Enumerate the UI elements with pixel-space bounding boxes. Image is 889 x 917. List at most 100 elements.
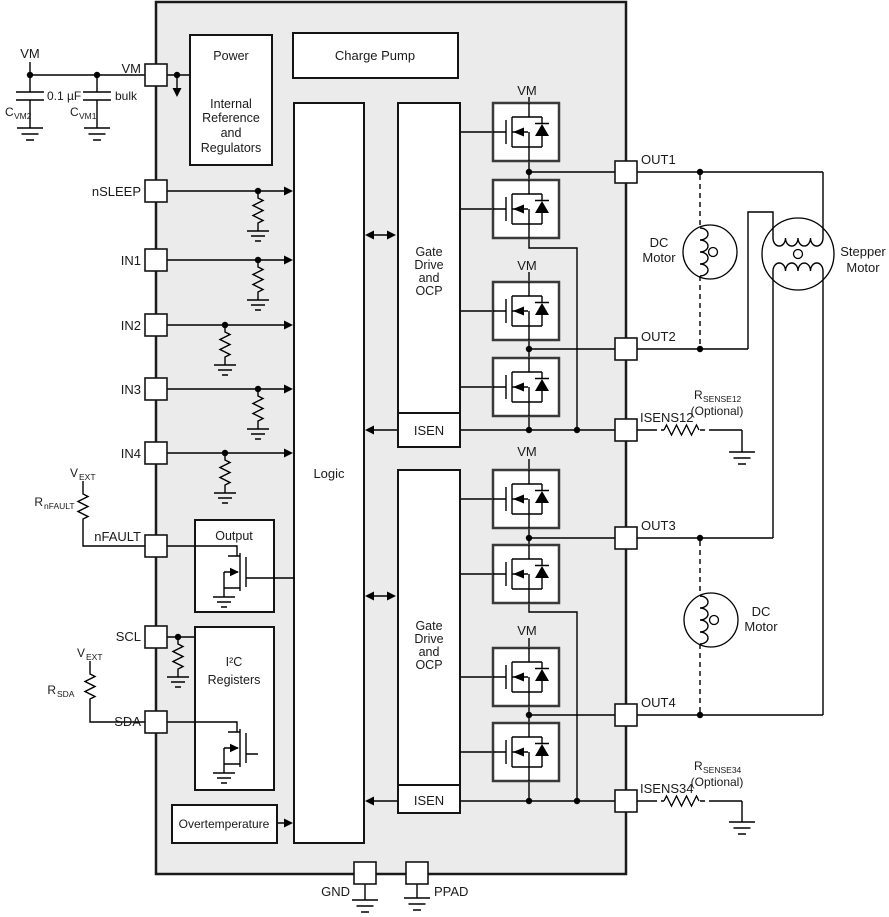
pin-out2 [614,337,638,361]
cap-value: bulk [115,89,138,103]
logic-label: Logic [313,466,345,481]
output-label: Output [215,529,253,543]
arrow-overtemp-to-logic [284,818,293,828]
svg-text:ISEN: ISEN [414,423,444,438]
svg-text:Motor: Motor [642,250,676,265]
svg-text:and: and [419,271,440,285]
rsense34-note: (Optional) [691,775,744,789]
pin-sda [144,710,168,734]
ground-symbol [403,897,431,911]
svg-text:and: and [221,126,242,140]
mosfet-hs4 [491,646,561,708]
pin-in3 [144,377,168,401]
output-stage-fets: VM VM VM VM [491,83,561,783]
svg-text:EXT: EXT [86,652,103,662]
overtemperature-label: Overtemperature [179,817,270,831]
pin-ppad [405,861,429,885]
pin-out1 [614,160,638,184]
mosfet-ls4 [491,721,561,783]
external-wiring-right [637,168,824,835]
rsense12-note: (Optional) [691,404,744,418]
arrow-nsleep-to-logic [284,186,293,196]
cap-value: 0.1 µF [47,89,81,103]
vm-net-label: VM [20,46,40,61]
pin-ppad-label: PPAD [434,884,468,899]
svg-text:Registers: Registers [208,673,261,687]
gate-drive-1-block: Gate Drive and OCP [397,102,461,448]
vm-net-label: VM [517,623,537,638]
capacitor-plates [16,91,111,101]
pin-in2 [144,313,168,337]
svg-text:Drive: Drive [414,258,443,272]
sda-pullup-network: V EXT R SDA [47,646,145,723]
vm-supply-network: VM C VM2 0.1 µF C VM1 bulk [5,46,145,141]
mosfet-hs1 [491,101,561,163]
pin-out4 [614,703,638,727]
pin-in3-label: IN3 [121,382,141,397]
pin-out2-label: OUT2 [641,329,676,344]
vext-net-label: V [70,466,78,480]
rsense34-resistor [663,795,700,807]
svg-text:I²C: I²C [226,655,243,669]
svg-text:and: and [419,645,440,659]
rnfault-resistor [77,491,89,523]
vm-net-label: VM [517,83,537,98]
pin-vm [144,63,168,87]
power-block: Power Internal Reference and Regulators [189,34,273,166]
mosfet-hs3 [491,468,561,530]
arrow-isen2-to-logic [365,796,374,806]
pin-gnd [353,861,377,885]
isen-1-block: ISEN [397,412,461,448]
dc-motor-2-label: DC [752,604,771,619]
vm-net-label: VM [517,258,537,273]
pin-in4-label: IN4 [121,446,141,461]
ground-symbol [728,451,756,465]
power-block-label: Power [213,49,248,63]
stepper-motor: Stepper Motor [761,217,886,291]
pin-nsleep-label: nSLEEP [92,184,141,199]
svg-text:ISEN: ISEN [414,793,444,808]
pin-gnd-label: GND [321,884,350,899]
svg-text:SDA: SDA [57,689,75,699]
pin-in1-label: IN1 [121,253,141,268]
pin-in4 [144,441,168,465]
svg-text:Reference: Reference [202,111,260,125]
pins-left: VM nSLEEP IN1 IN2 IN3 IN4 nFAULT SCL SDA [92,61,168,734]
output-block: Output [194,519,294,613]
pin-isens12 [614,418,638,442]
pin-in2-label: IN2 [121,318,141,333]
svg-text:Internal: Internal [210,97,252,111]
dc-motor-1: DC Motor [642,175,738,346]
pin-nfault [144,534,168,558]
arrow-in1-to-logic [284,255,293,265]
pins-right: OUT1 OUT2 ISENS12 OUT3 OUT4 ISENS34 [614,152,693,813]
arrow-logic-gatedrive2-right [387,591,396,601]
arrow-logic-gatedrive1-left [365,230,374,240]
ground-symbol [728,821,756,835]
internal-wiring [166,71,615,828]
arrow-logic-gatedrive1-right [387,230,396,240]
vext-net-label: V [77,646,85,660]
svg-text:SENSE12: SENSE12 [703,394,742,404]
pin-isens34-label: ISENS34 [640,781,693,796]
svg-text:Gate: Gate [415,245,442,259]
mosfet-ls2 [491,356,561,418]
svg-text:Motor: Motor [846,260,880,275]
dc-motor-2: DC Motor [683,541,778,712]
svg-text:SENSE34: SENSE34 [703,765,742,775]
pin-isens34 [614,789,638,813]
isen-2-block: ISEN [397,784,461,814]
svg-text:nFAULT: nFAULT [44,501,75,511]
charge-pump-label: Charge Pump [335,48,415,63]
ground-symbol [83,127,111,141]
vm-net-label: VM [517,444,537,459]
stepper-motor-label: Stepper [840,244,886,259]
arrow-isen1-to-logic [365,425,374,435]
cap-cvm2-ref: C [5,105,14,119]
svg-text:VM1: VM1 [79,111,97,121]
mosfet-ls1 [491,178,561,240]
rsda-ref: R [47,683,56,697]
nfault-pullup-network: V EXT R nFAULT [34,466,145,547]
